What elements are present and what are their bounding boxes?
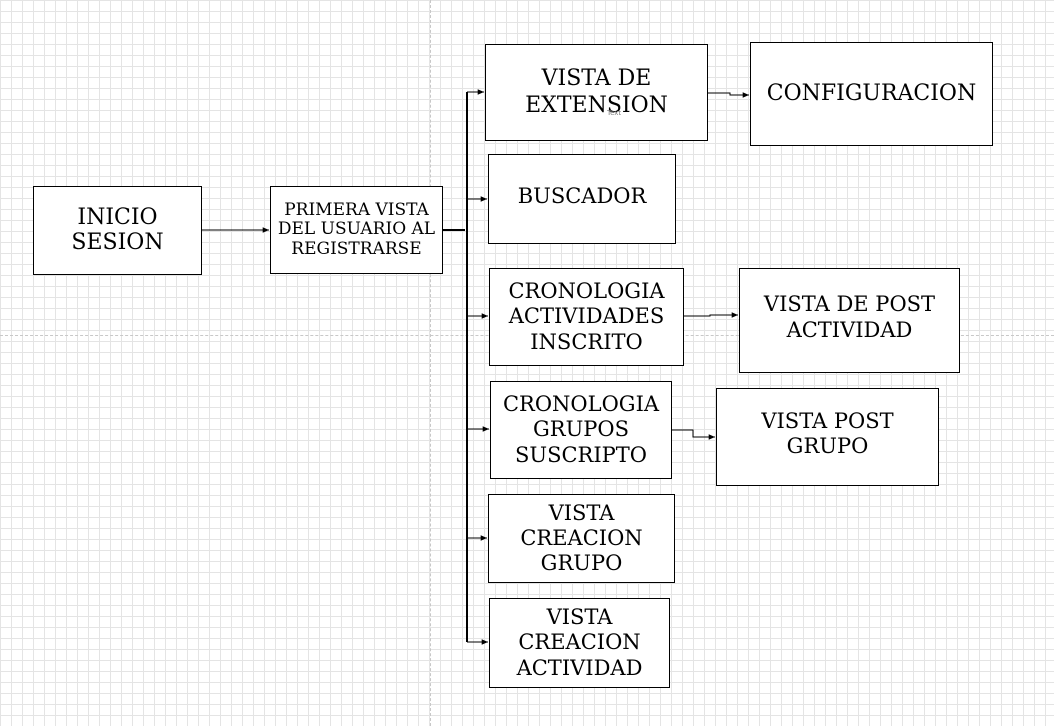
node-vista-post-grupo[interactable]: VISTA POST GRUPO (716, 388, 939, 486)
node-vista-creacion-actividad[interactable]: VISTA CREACION ACTIVIDAD (489, 598, 670, 688)
edge-actividades-post (683, 312, 738, 318)
node-buscador[interactable]: BUSCADOR (488, 154, 676, 244)
edge-grupos-post (671, 429, 715, 440)
node-vista-creacion-grupo[interactable]: VISTA CREACION GRUPO (488, 494, 675, 583)
node-inicio-sesion[interactable]: INICIO SESION (33, 186, 202, 275)
node-cronologia-actividades[interactable]: CRONOLOGIA ACTIVIDADES INSCRITO (489, 268, 684, 366)
node-vista-post-actividad[interactable]: VISTA DE POST ACTIVIDAD (739, 268, 960, 373)
edge-extension-configuracion (707, 92, 749, 98)
stray-text-label: Text (607, 109, 622, 117)
node-configuracion[interactable]: CONFIGURACION (750, 42, 993, 146)
node-vista-extension[interactable]: VISTA DE EXTENSION (485, 44, 708, 141)
page-break-vertical (430, 0, 431, 726)
node-primera-vista[interactable]: PRIMERA VISTA DEL USUARIO AL REGISTRARSE (270, 186, 443, 274)
node-cronologia-grupos[interactable]: CRONOLOGIA GRUPOS SUSCRIPTO (490, 381, 672, 479)
